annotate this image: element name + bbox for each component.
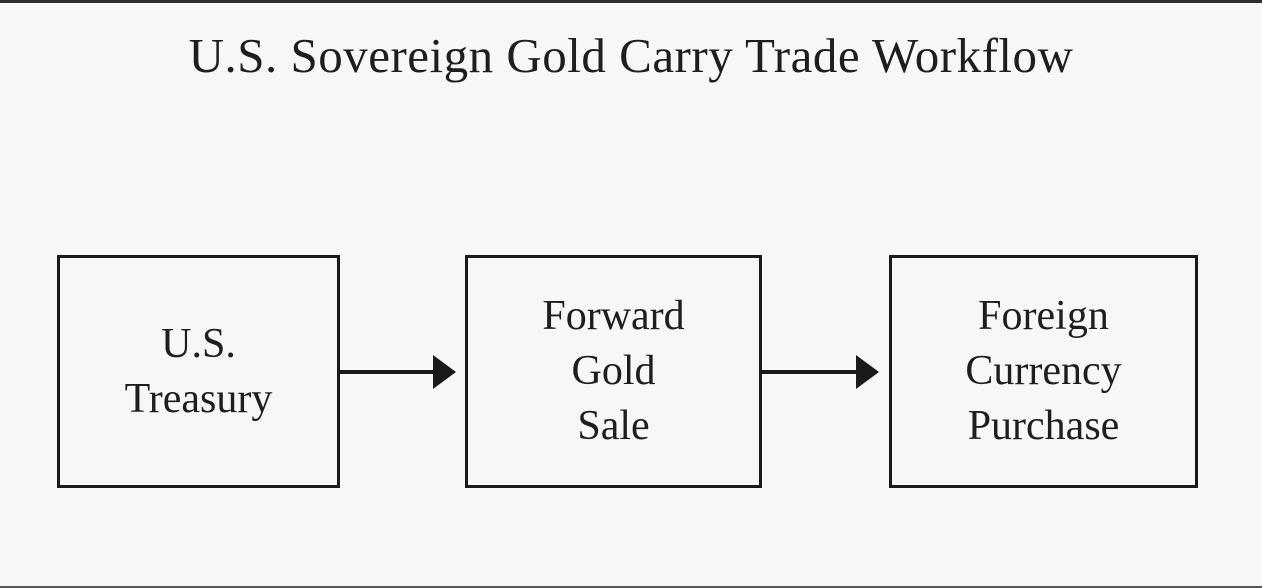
node-forward-gold-sale-label: Forward Gold Sale	[542, 293, 685, 449]
diagram-title: U.S. Sovereign Gold Carry Trade Workflow	[188, 28, 1074, 83]
node-us-treasury: U.S. Treasury	[57, 255, 340, 488]
node-foreign-currency-purchase: Foreign Currency Purchase	[889, 255, 1198, 488]
arrow-head	[856, 355, 879, 389]
arrow-right-icon	[340, 355, 456, 389]
node-foreign-currency-purchase-label: Foreign Currency Purchase	[965, 293, 1122, 449]
arrow-shaft	[762, 370, 856, 374]
top-frame-line	[0, 0, 1262, 3]
arrow-right-icon	[762, 355, 879, 389]
arrow-head	[433, 355, 456, 389]
bottom-frame-line	[0, 586, 1262, 588]
node-us-treasury-label: U.S. Treasury	[124, 320, 273, 422]
node-forward-gold-sale: Forward Gold Sale	[465, 255, 762, 488]
arrow-shaft	[340, 370, 433, 374]
